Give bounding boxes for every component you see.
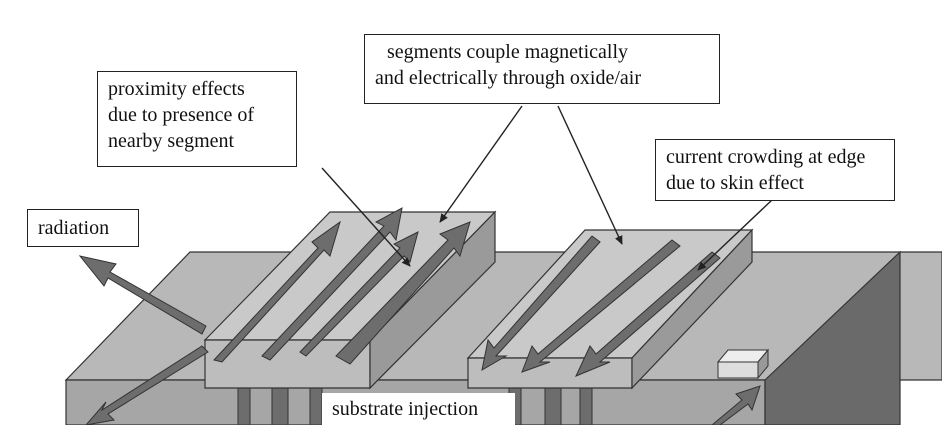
via — [579, 383, 593, 425]
callout-text-line: due to presence of — [108, 104, 255, 126]
leader-lines — [321, 105, 773, 271]
substrate-side-face — [764, 250, 901, 425]
callout-radiation: radiation — [27, 209, 139, 247]
callout-text-line: proximity effects — [108, 78, 245, 100]
left-segment-side — [369, 210, 496, 390]
leader-proximity — [321, 167, 411, 267]
callout-text-line: nearby segment — [108, 130, 235, 152]
callout-crowding: current crowding at edge due to skin eff… — [655, 139, 895, 201]
callout-text-line: current crowding at edge — [666, 146, 866, 168]
callout-proximity: proximity effects due to presence of nea… — [97, 71, 297, 167]
callout-text-line: radiation — [38, 217, 110, 239]
leader-coupling-right — [557, 105, 623, 245]
current-arrow — [481, 235, 601, 371]
radiation-arrow — [78, 255, 207, 335]
current-arrow — [261, 207, 403, 361]
callout-text-line: and electrically through oxide/air — [375, 67, 642, 89]
pad-front — [717, 361, 759, 379]
current-arrow — [213, 220, 341, 363]
callout-substrate: substrate injection — [322, 393, 515, 427]
current-arrow — [575, 251, 721, 377]
radiation-arrow-down — [85, 345, 209, 425]
pad — [716, 348, 770, 380]
callout-text-line: substrate injection — [332, 398, 479, 420]
current-arrow — [335, 221, 471, 365]
leader-crowding — [697, 199, 773, 271]
left-segment — [203, 207, 497, 390]
pad-side — [757, 348, 769, 380]
leader-coupling-left — [439, 105, 523, 223]
right-segment-side — [631, 228, 753, 390]
current-arrow — [299, 231, 419, 357]
substrate-arrow — [711, 385, 761, 425]
callout-coupling: segments couple magnetically and electri… — [364, 34, 720, 104]
current-arrow — [521, 239, 681, 373]
callout-text-line: segments couple magnetically — [387, 41, 629, 63]
right-segment — [466, 228, 754, 390]
callout-text-line: due to skin effect — [666, 172, 804, 194]
